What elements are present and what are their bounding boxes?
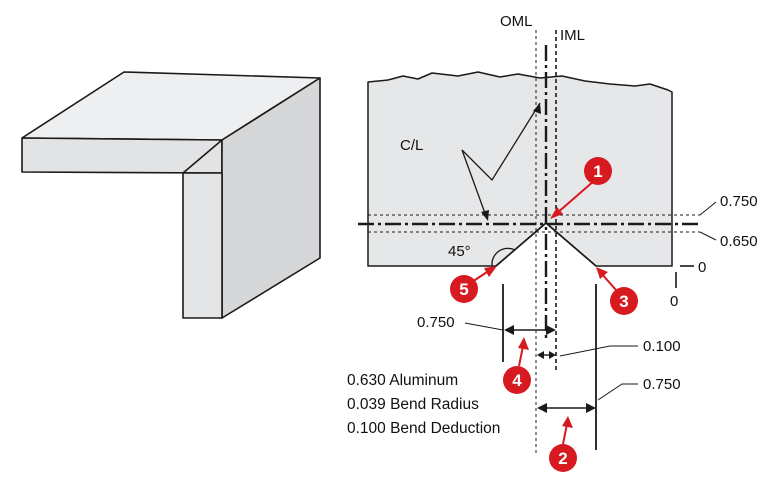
- l-angle-front-face: [21, 137, 223, 174]
- l-angle-3d-drawing: [21, 71, 321, 319]
- centerline-arrow-down: [481, 210, 489, 221]
- callout-1: 1: [550, 157, 612, 219]
- callout-1-number: 1: [593, 162, 602, 181]
- callout-4-number: 4: [512, 371, 522, 390]
- callout-1-leader: [555, 179, 596, 215]
- dim-arrowhead-0100-a: [537, 351, 544, 359]
- dim-arrowhead-0100-b: [549, 351, 556, 359]
- iml-label: IML: [560, 27, 585, 44]
- centerline-leader: [461, 102, 541, 182]
- callout-4-badge: [503, 366, 531, 394]
- callout-2-arrowhead: [562, 416, 573, 428]
- bend-line-right: [545, 222, 597, 267]
- dim-zero-right: 0: [698, 259, 706, 276]
- angle-label: 45°: [448, 243, 471, 260]
- callout-5-number: 5: [459, 280, 468, 299]
- note-material: 0.630 Aluminum: [347, 372, 458, 389]
- leader-0650-right: [699, 231, 717, 241]
- leader-0100: [559, 345, 638, 357]
- dim-0750-bottom: 0.750: [643, 376, 681, 393]
- leader-0750-right: [699, 201, 717, 216]
- dim-0100: 0.100: [643, 338, 681, 355]
- sheet-body: [367, 71, 673, 267]
- dim-0650-right: 0.650: [720, 233, 758, 250]
- dim-zero-below: 0: [670, 293, 678, 310]
- callout-4-leader: [518, 345, 524, 367]
- callout-3: 3: [596, 267, 638, 315]
- callout-2-number: 2: [558, 449, 567, 468]
- dim-arrowhead-bottom-a: [537, 403, 547, 413]
- oml-label: OML: [500, 13, 533, 30]
- dim-arrowhead-left-a: [504, 325, 514, 335]
- callout-3-badge: [610, 287, 638, 315]
- centerline-label: C/L: [400, 137, 423, 154]
- note-bend-radius: 0.039 Bend Radius: [347, 396, 479, 413]
- dim-arrowhead-bottom-b: [586, 403, 596, 413]
- callout-5: 5: [450, 266, 497, 303]
- callout-2: 2: [549, 416, 577, 472]
- callout-5-arrowhead: [484, 266, 497, 277]
- l-angle-bend-edge: [182, 139, 223, 174]
- callout-4: 4: [503, 337, 531, 394]
- l-angle-leg-front-face: [182, 172, 223, 319]
- callout-1-badge: [584, 157, 612, 185]
- callout-3-arrowhead: [596, 267, 608, 279]
- callout-3-number: 3: [619, 292, 628, 311]
- dim-0750-left: 0.750: [417, 314, 455, 331]
- sheet-section: [367, 71, 673, 267]
- centerline-arrow-up: [533, 103, 541, 114]
- dim-arrowhead-left-b: [546, 325, 556, 335]
- callout-2-badge: [549, 444, 577, 472]
- callout-5-badge: [450, 275, 478, 303]
- bend-line-left: [495, 222, 547, 267]
- angle-arc: [491, 247, 516, 267]
- leader-0750-left: [464, 322, 504, 331]
- note-bend-deduction: 0.100 Bend Deduction: [347, 420, 500, 437]
- callout-2-leader: [562, 423, 568, 445]
- dim-0750-right: 0.750: [720, 193, 758, 210]
- centerline-leader-down: [461, 149, 487, 217]
- callout-1-arrowhead: [550, 207, 563, 219]
- callout-4-arrowhead: [518, 337, 529, 350]
- leader-0750-bottom: [597, 383, 638, 401]
